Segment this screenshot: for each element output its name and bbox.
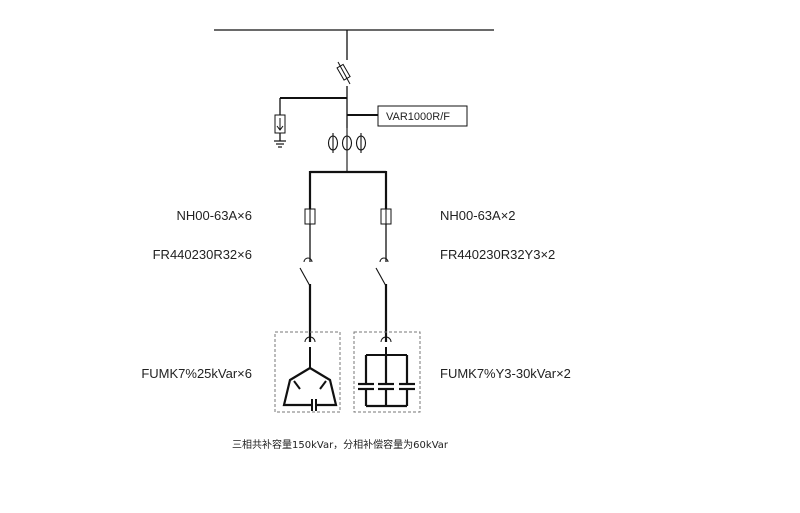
main-fuse-icon: [336, 61, 351, 85]
left-capacitor-label: FUMK7%25kVar×6: [141, 366, 252, 381]
left-branch: [299, 171, 316, 342]
split-phase-capacitor-icon: [358, 355, 415, 408]
footnote: 三相共补容量150kVar，分相补偿容量为60kVar: [232, 438, 449, 451]
right-capacitor-bank: [353, 331, 421, 413]
right-switch-icon: [375, 257, 389, 287]
arrester-branch: [274, 97, 347, 141]
controller-box: [377, 105, 468, 127]
right-fuse-label: NH00-63A×2: [440, 208, 516, 223]
right-branch: [375, 171, 392, 342]
delta-capacitor-icon: [282, 367, 312, 407]
left-fuse-label: NH00-63A×6: [176, 208, 252, 223]
current-transformer-icon: [327, 128, 367, 172]
left-switch-label: FR440230R32×6: [153, 247, 252, 262]
left-capacitor-bank: [274, 331, 341, 413]
ground-icon: [274, 140, 286, 148]
right-switch-label: FR440230R32Y3×2: [440, 247, 555, 262]
right-capacitor-label: FUMK7%Y3-30kVar×2: [440, 366, 571, 381]
left-switch-icon: [299, 257, 313, 287]
controller-label: VAR1000R/F: [386, 111, 450, 123]
